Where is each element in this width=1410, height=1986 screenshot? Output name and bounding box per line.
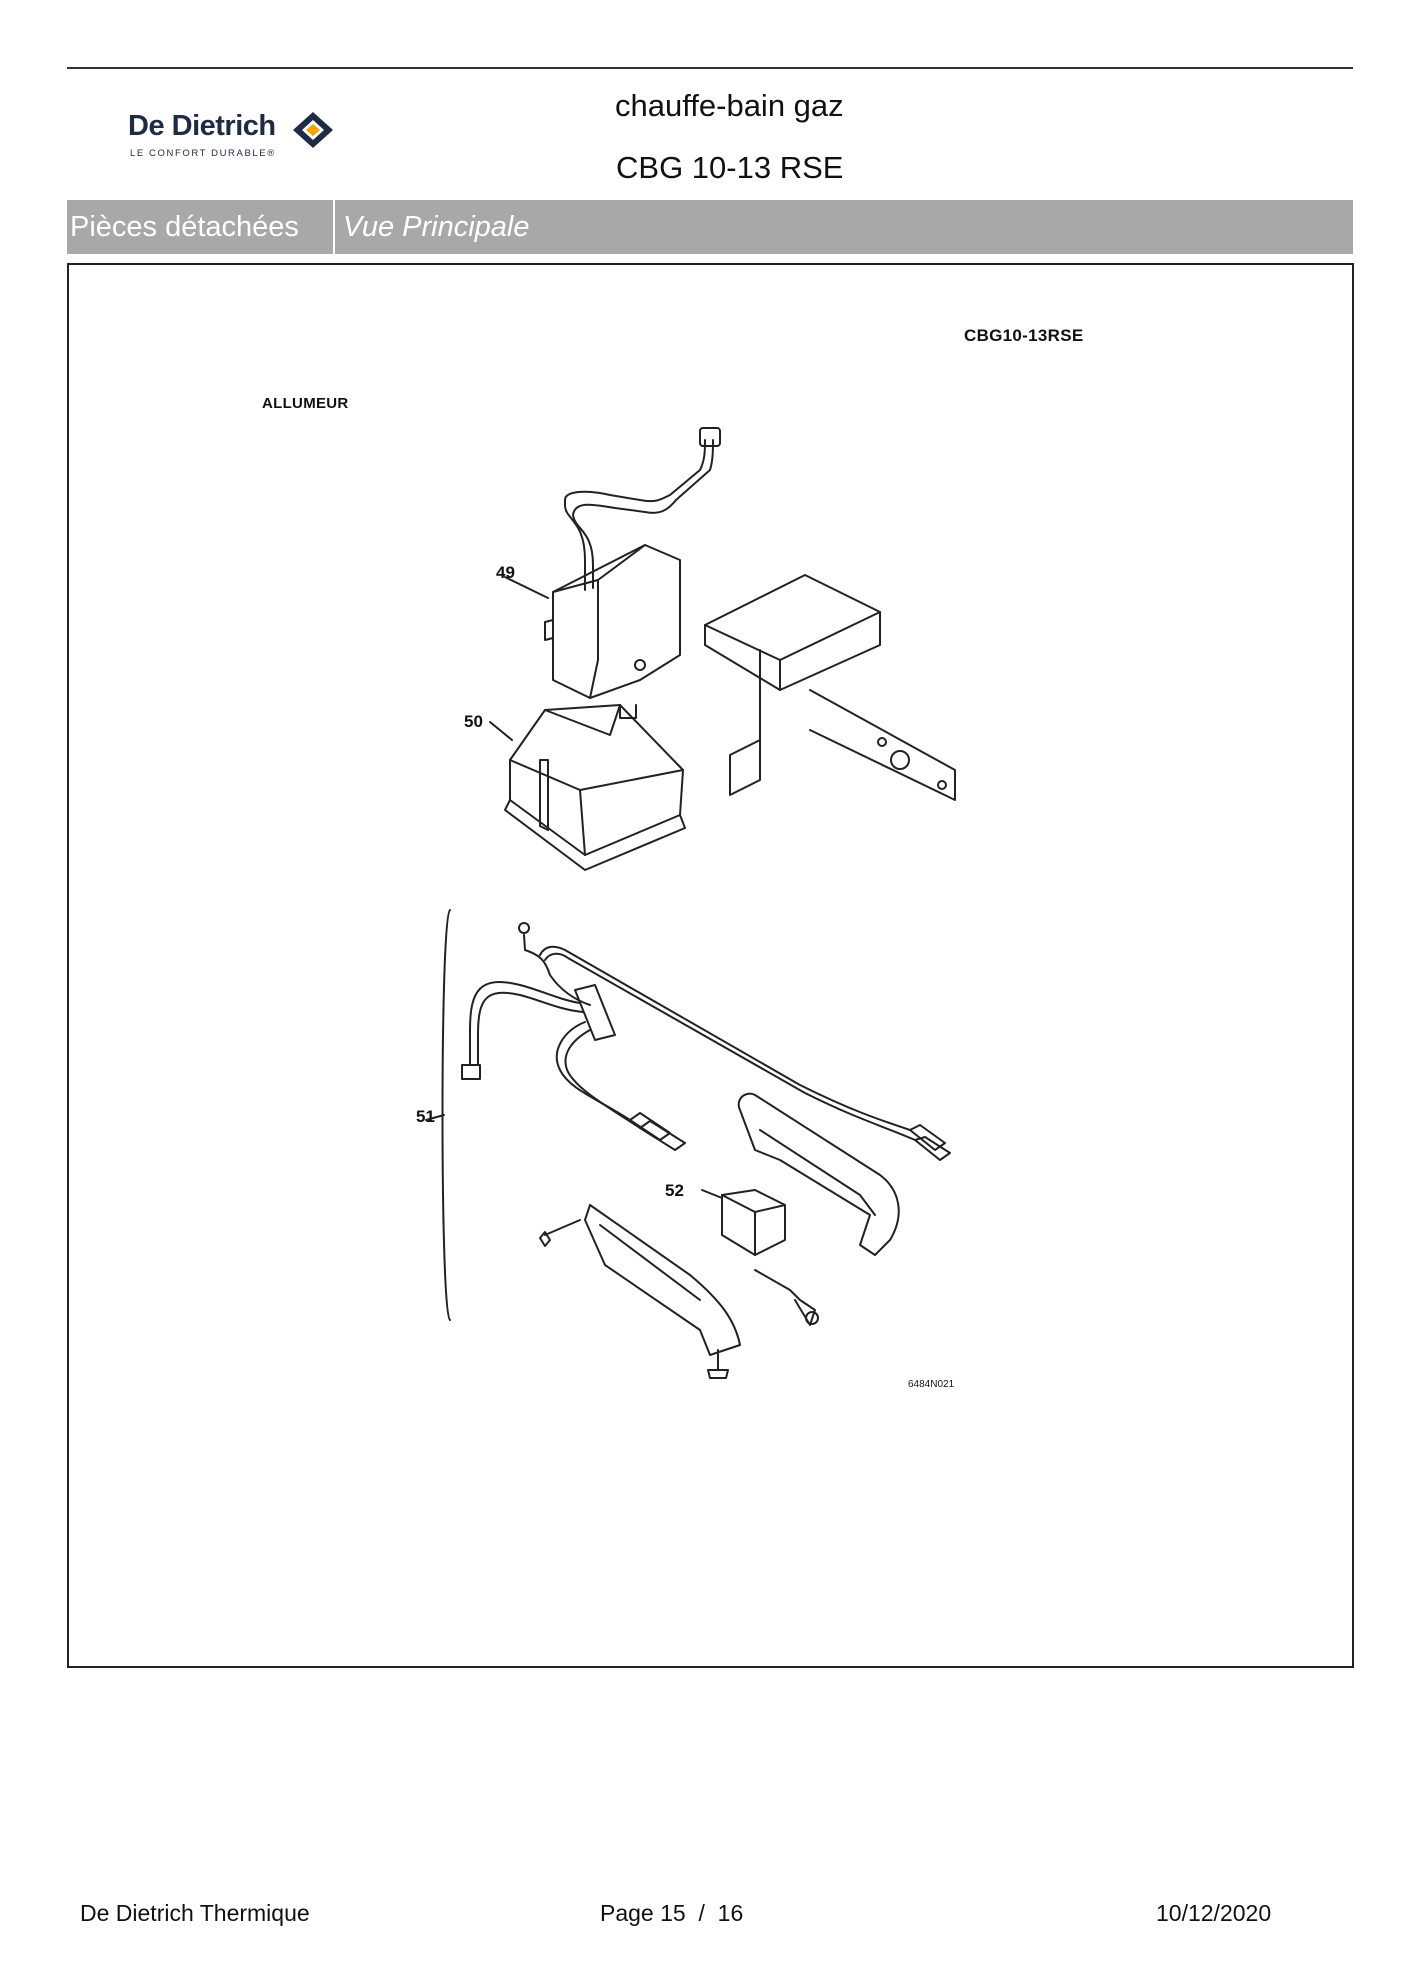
drawing-frame xyxy=(67,263,1354,1668)
footer-page-total: 16 xyxy=(717,1900,744,1926)
wiring-harness-51 xyxy=(425,909,951,1321)
igniter-module-49 xyxy=(504,427,721,699)
document-title: chauffe-bain gaz xyxy=(615,88,844,123)
footer-company: De Dietrich Thermique xyxy=(80,1900,310,1926)
tab-pieces-detachees[interactable]: Pièces détachées xyxy=(67,200,335,254)
document-model: CBG 10-13 RSE xyxy=(616,150,844,185)
exploded-parts-drawing xyxy=(425,427,956,1379)
footer-page-current: 15 xyxy=(660,1900,686,1926)
tab-vue-principale[interactable]: Vue Principale xyxy=(343,211,530,243)
brand-logo: De Dietrich LE CONFORT DURABLE® xyxy=(128,110,358,166)
footer-date: 10/12/2020 xyxy=(1156,1900,1272,1926)
callout-51: 51 xyxy=(416,1107,435,1126)
callout-50: 50 xyxy=(464,712,483,731)
diamond-logo-icon xyxy=(293,112,333,148)
drawing-reference: 6484N021 xyxy=(908,1379,955,1390)
brand-name: De Dietrich xyxy=(128,110,276,142)
footer-page-separator: / xyxy=(698,1900,705,1926)
tab-bar: Pièces détachées Vue Principale xyxy=(67,200,1353,254)
mounting-bracket xyxy=(704,574,956,801)
microswitch-52 xyxy=(701,1189,786,1256)
drawing-section-label: ALLUMEUR xyxy=(262,395,349,412)
cover-50 xyxy=(489,704,686,871)
brand-tagline: LE CONFORT DURABLE® xyxy=(130,148,276,159)
drawing-code: CBG10-13RSE xyxy=(964,326,1084,345)
lever-frame xyxy=(539,1092,900,1379)
header-rule xyxy=(67,67,1353,69)
footer-page-label: Page xyxy=(600,1900,654,1926)
callout-49: 49 xyxy=(496,563,515,582)
footer-page: Page 15 / 16 xyxy=(600,1900,743,1927)
callout-52: 52 xyxy=(665,1181,684,1200)
